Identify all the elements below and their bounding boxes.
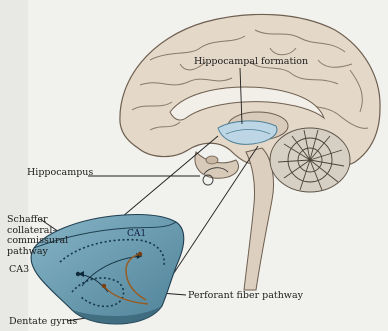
neuron-cell-body: [102, 284, 106, 288]
cerebellum: [270, 128, 350, 192]
label-hippocampus: Hippocampus: [27, 167, 93, 178]
label-hippocampal-formation: Hippocampal formation: [194, 56, 308, 67]
neuron-cell-body: [138, 252, 142, 256]
label-schaffer-pathway: Schaffer collateral– commissural pathway: [7, 215, 68, 257]
label-dentate-gyrus: Dentate gyrus: [9, 316, 77, 327]
neuron-cell-body: [76, 272, 80, 276]
label-schaffer-line: Schaffer: [7, 215, 68, 226]
label-ca3: CA3: [9, 264, 29, 275]
label-schaffer-line: pathway: [7, 247, 68, 258]
label-perforant-fiber-pathway: Perforant fiber pathway: [188, 290, 303, 301]
label-schaffer-line: commissural: [7, 236, 68, 247]
book-gutter-shading: [0, 0, 28, 331]
mammillary-body: [206, 156, 218, 164]
label-ca1: CA1: [127, 229, 146, 240]
